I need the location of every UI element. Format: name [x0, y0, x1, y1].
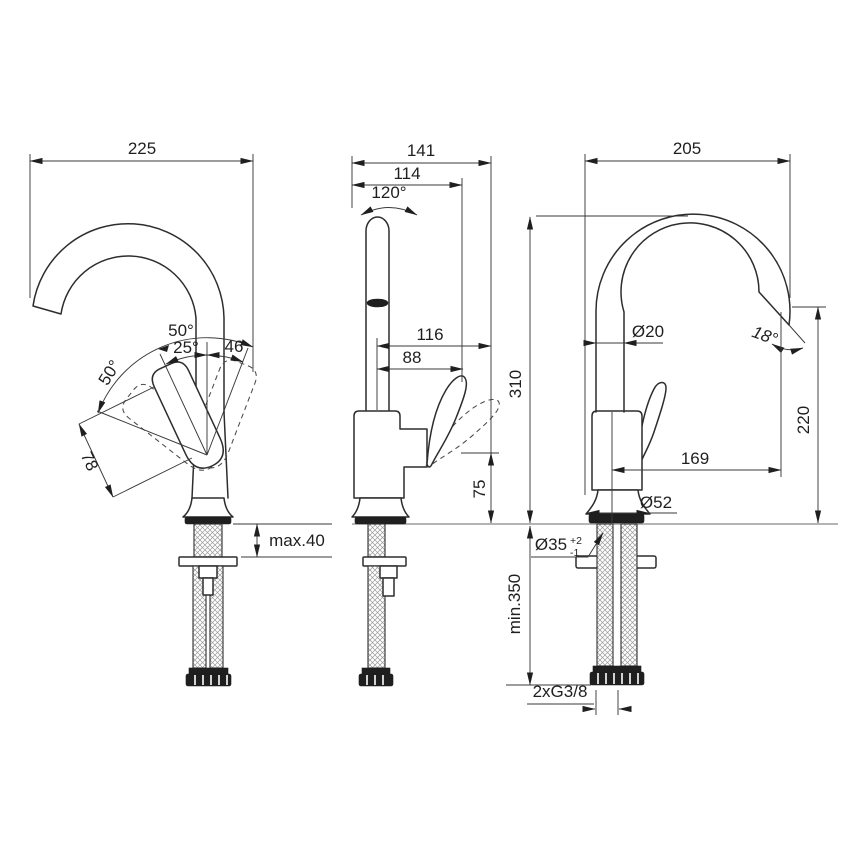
front-base-flare [182, 497, 234, 518]
dim-back-min-hose-length: min.350 [505, 574, 524, 634]
back-dimensions: 205 Ø20 18° 220 169 Ø52 Ø35 +2 -1 2xG3/8 [527, 139, 826, 715]
dim-back-hole-tol-minus: -1 [570, 547, 579, 559]
front-stud [202, 577, 214, 596]
side-dimensions: 141 114 120° 116 88 75 [351, 141, 499, 524]
dim-side-handle-height: 75 [470, 480, 489, 499]
dim-back-outlet-angle: 18° [750, 322, 781, 349]
dim-back-thread: 2xG3/8 [533, 682, 588, 701]
back-mounting-wing-right [635, 555, 657, 569]
front-hose-connector-band [188, 667, 229, 675]
dim-side-depth: 141 [407, 141, 435, 160]
dim-back-height-outlet: 220 [794, 406, 813, 434]
back-base-flare [585, 489, 651, 515]
dim-front-handle-length: 78 [77, 449, 102, 474]
dim-back-hole-diameter: Ø35 [535, 535, 567, 554]
side-stud-nut [379, 565, 398, 579]
front-view [32, 222, 257, 687]
front-mounting-plate [178, 556, 238, 567]
dim-front-swing-right: 50° [168, 321, 194, 340]
dim-back-reach: 169 [681, 449, 709, 468]
side-mounting-plate [362, 556, 407, 567]
dim-back-width: 205 [673, 139, 701, 158]
dim-back-height-total: 310 [506, 370, 525, 398]
side-body-outline [353, 410, 428, 499]
dim-front-deck-max: max.40 [269, 531, 325, 550]
side-spout-outlet [366, 298, 389, 308]
front-dimensions: 225 50° 25° 46 50° 78 max.40 [29, 139, 332, 558]
side-base-gasket [354, 516, 407, 525]
dim-side-reach-front: 88 [403, 348, 422, 367]
front-spout-outline [32, 222, 225, 413]
dim-back-hole-tol-plus: +2 [570, 535, 582, 547]
side-view [351, 216, 838, 687]
front-shank-hose [193, 523, 223, 558]
dim-back-base-diameter: Ø52 [640, 493, 672, 512]
front-base-gasket [184, 516, 232, 525]
front-stud-nut [198, 565, 218, 579]
side-hose-connector-band [361, 667, 391, 675]
back-body-outline [591, 410, 643, 491]
dim-front-swing-inner: 25° [173, 338, 199, 357]
dim-front-swing-offset: 46 [225, 337, 244, 356]
back-spout-outline [595, 213, 791, 413]
back-handle [636, 381, 667, 463]
arc-arrowhead [158, 345, 169, 352]
back-hose-left [596, 523, 614, 667]
dim-side-reach: 116 [416, 325, 443, 344]
dim-front-width: 225 [128, 139, 156, 158]
dim-side-depth-front: 114 [393, 164, 420, 183]
side-base-flare [351, 497, 410, 518]
dim-back-spout-diameter: Ø20 [632, 322, 664, 341]
dim-side-swivel-angle: 120° [371, 183, 406, 202]
dim-front-swing-left: 50° [95, 357, 125, 389]
side-handle [426, 375, 468, 468]
back-base-gasket [588, 513, 645, 524]
side-hose-connector [358, 673, 394, 687]
side-handle-dashed [425, 398, 500, 468]
side-shank-hose [367, 523, 386, 558]
side-stud [382, 577, 395, 597]
height-dimensions: 310 min.350 [505, 215, 688, 686]
front-hose-connector [185, 673, 232, 687]
back-hose-connector-band [592, 665, 642, 673]
back-hose-right [620, 523, 638, 667]
back-hose-connector [589, 671, 645, 686]
side-spout-column [365, 216, 390, 413]
